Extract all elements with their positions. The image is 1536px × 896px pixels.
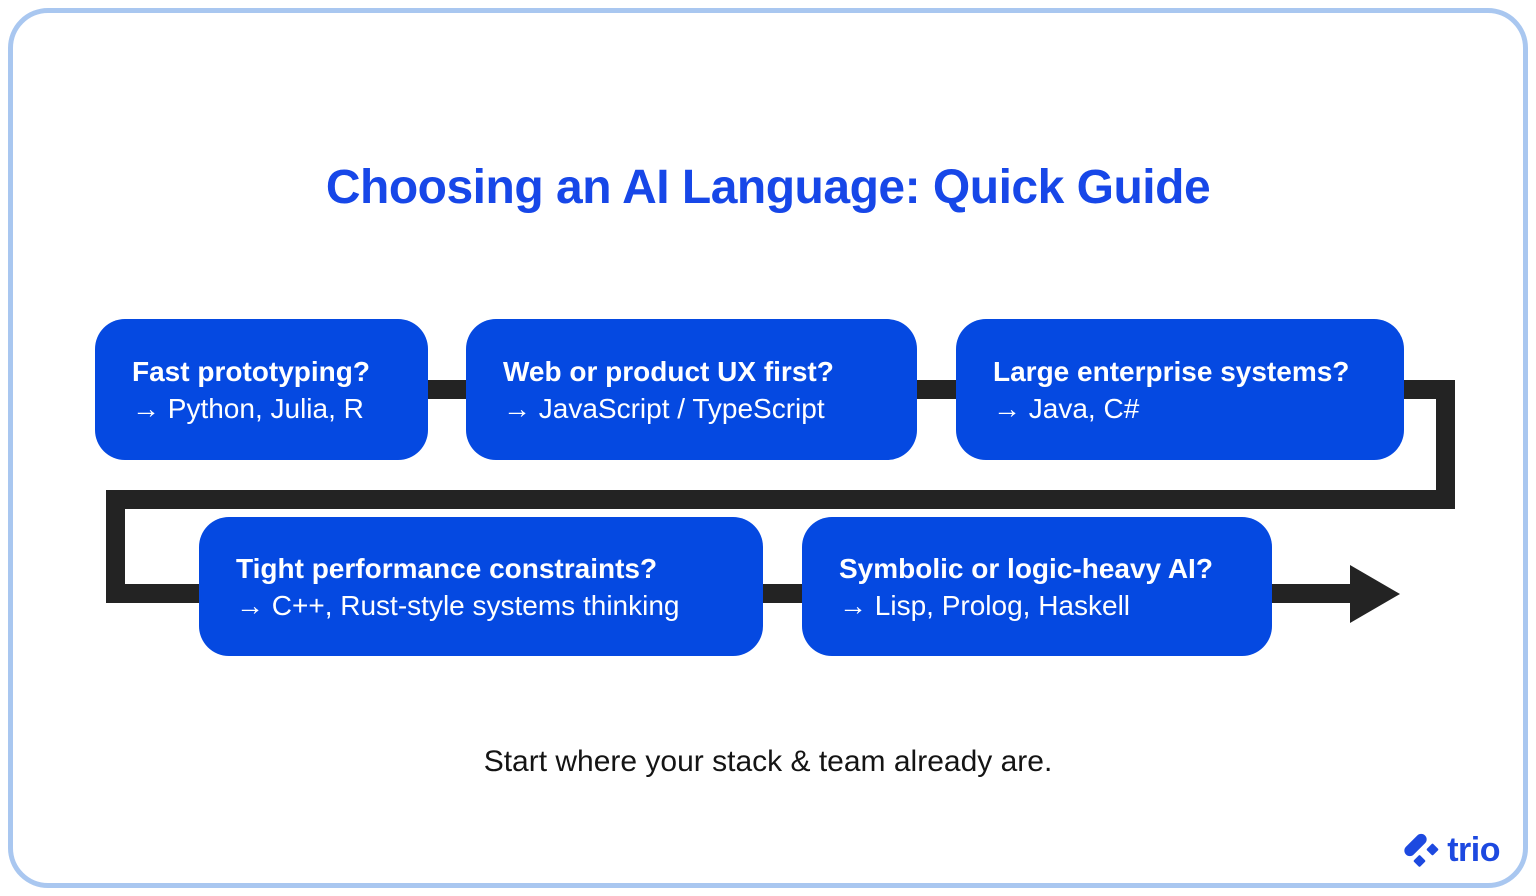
tagline: Start where your stack & team already ar… xyxy=(483,745,1053,778)
box-answer: → Java, C# xyxy=(993,392,1140,424)
flow-box-large-enterprise: Large enterprise systems? → Java, C# xyxy=(956,319,1404,460)
box-answer: → JavaScript / TypeScript xyxy=(503,392,825,424)
box-answer: → Lisp, Prolog, Haskell xyxy=(839,589,1131,621)
box-answer: → Python, Julia, R xyxy=(132,392,364,424)
trio-logo: trio xyxy=(1402,830,1500,870)
flow-arrowhead-icon xyxy=(1350,565,1400,623)
connector-left-vertical xyxy=(106,490,125,603)
flow-box-symbolic-logic: Symbolic or logic-heavy AI? → Lisp, Prol… xyxy=(802,517,1272,656)
box-question: Symbolic or logic-heavy AI? xyxy=(839,552,1213,584)
connector-middle-horizontal xyxy=(106,490,1455,509)
box-question: Large enterprise systems? xyxy=(993,355,1350,387)
page-title: Choosing an AI Language: Quick Guide xyxy=(325,161,1211,214)
trio-logo-icon xyxy=(1404,833,1439,867)
box-answer: → C++, Rust-style systems thinking xyxy=(236,589,680,621)
box-question: Fast prototyping? xyxy=(132,355,370,387)
box-question: Tight performance constraints? xyxy=(236,552,658,584)
trio-logo-text: trio xyxy=(1447,830,1500,869)
connector-right-vertical xyxy=(1436,380,1455,509)
flow-box-web-product-ux: Web or product UX first? → JavaScript / … xyxy=(466,319,917,460)
flow-box-fast-prototyping: Fast prototyping? → Python, Julia, R xyxy=(95,319,428,460)
box-question: Web or product UX first? xyxy=(503,355,834,387)
flow-box-tight-performance: Tight performance constraints? → C++, Ru… xyxy=(199,517,763,656)
